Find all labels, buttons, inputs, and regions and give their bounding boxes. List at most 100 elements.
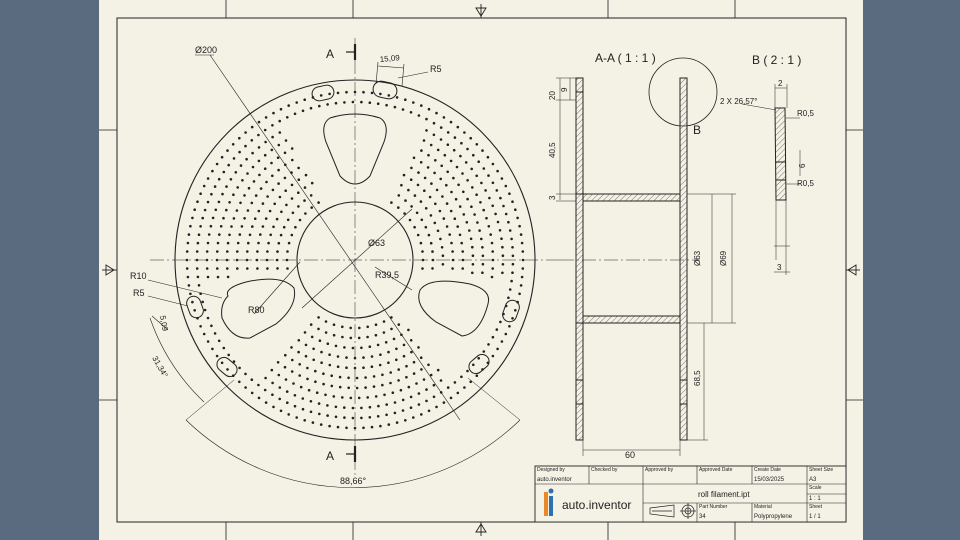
perforation-dot	[207, 233, 211, 236]
perforation-dot	[469, 136, 473, 140]
perforation-dot	[271, 188, 275, 192]
perforation-dot	[491, 204, 495, 208]
perforation-dot	[446, 143, 450, 146]
perforation-dot	[257, 133, 260, 137]
perforation-dot	[326, 404, 329, 407]
perforation-dot	[455, 165, 459, 169]
perforation-dot	[514, 309, 517, 312]
perforation-dot	[408, 218, 412, 222]
perforation-dot	[202, 332, 206, 336]
perforation-dot	[453, 217, 457, 220]
perforation-dot	[430, 182, 433, 185]
perforation-dot	[324, 331, 328, 334]
perforation-dot	[461, 258, 465, 262]
perforation-dot	[488, 196, 491, 200]
perforation-dot	[353, 426, 357, 430]
perforation-dot	[226, 149, 229, 152]
perforation-dot	[276, 361, 280, 364]
perforation-dot	[216, 250, 219, 253]
detail-r-bottom: R0,5	[797, 179, 814, 188]
perforation-dot	[368, 345, 372, 349]
perforation-dot	[271, 135, 274, 139]
slot-top-1	[311, 84, 335, 102]
perforation-dot	[245, 258, 249, 262]
perforation-dot	[427, 409, 431, 413]
perforation-dot	[397, 323, 401, 326]
perforation-dot	[479, 201, 482, 204]
perforation-dot	[334, 405, 338, 409]
perforation-dot	[326, 342, 330, 346]
perforation-dot	[315, 391, 319, 395]
perforation-dot	[482, 208, 486, 212]
perforation-dot	[278, 397, 282, 401]
perforation-dot	[290, 370, 294, 373]
perforation-dot	[246, 267, 249, 270]
perforation-dot	[422, 139, 426, 142]
perforation-dot	[432, 133, 436, 137]
perforation-dot	[284, 378, 288, 381]
perforation-dot	[199, 325, 202, 328]
perforation-dot	[433, 221, 437, 225]
perforation-dot	[434, 159, 437, 162]
perforation-dot	[266, 250, 269, 253]
perforation-dot	[415, 211, 419, 215]
perforation-dot	[366, 325, 370, 329]
perforation-dot	[226, 267, 229, 270]
perforation-dot	[291, 211, 295, 215]
dim-angle-large: 88,66°	[340, 476, 367, 486]
perforation-dot	[401, 398, 405, 402]
perforation-dot	[293, 112, 297, 116]
perforation-dot	[287, 104, 291, 107]
perforation-dot	[334, 101, 338, 105]
perforation-dot	[317, 402, 321, 405]
perforation-dot	[264, 116, 268, 119]
perforation-dot	[449, 159, 453, 163]
perforation-dot	[431, 258, 435, 262]
perforation-dot	[446, 386, 450, 389]
perforation-dot	[301, 109, 305, 113]
perforation-dot	[206, 241, 210, 245]
perforation-dot	[343, 101, 346, 104]
perforation-dot	[360, 406, 363, 410]
perforation-dot	[501, 254, 505, 257]
perforation-dot	[301, 397, 305, 400]
centering-marks	[102, 4, 860, 536]
perforation-dot	[389, 371, 393, 374]
perforation-dot	[456, 391, 460, 395]
perforation-dot	[374, 395, 378, 398]
perforation-dot	[320, 361, 323, 365]
perforation-dot	[481, 149, 484, 152]
perforation-dot	[286, 250, 289, 253]
perforation-dot	[297, 339, 301, 342]
perforation-dot	[508, 229, 512, 232]
perforation-dot	[275, 217, 279, 221]
perforation-dot	[393, 411, 397, 415]
perforation-dot	[266, 195, 269, 198]
perforation-dot	[475, 193, 478, 196]
perforation-dot	[445, 225, 449, 228]
perforation-dot	[502, 204, 505, 208]
perforation-dot	[303, 186, 307, 189]
perforation-dot	[469, 237, 473, 241]
perforation-dot	[502, 312, 505, 316]
perforation-dot	[397, 194, 401, 197]
perforation-dot	[246, 250, 249, 253]
perforation-dot	[409, 406, 413, 410]
perforation-dot	[228, 233, 231, 237]
perforation-dot	[226, 368, 229, 371]
perforation-dot	[470, 205, 473, 208]
perforation-dot	[471, 186, 474, 189]
perforation-dot	[293, 394, 297, 397]
perforation-dot	[397, 379, 400, 382]
dim-window-radius: R80	[248, 305, 265, 315]
perforation-dot	[389, 381, 392, 385]
perforation-dot	[278, 195, 282, 199]
perforation-dot	[271, 393, 274, 397]
perforation-dot	[196, 241, 200, 245]
perforation-dot	[423, 189, 426, 192]
perforation-dot	[232, 157, 236, 160]
perforation-dot	[217, 200, 221, 204]
perforation-dot	[438, 209, 442, 213]
perforation-dot	[280, 210, 283, 214]
